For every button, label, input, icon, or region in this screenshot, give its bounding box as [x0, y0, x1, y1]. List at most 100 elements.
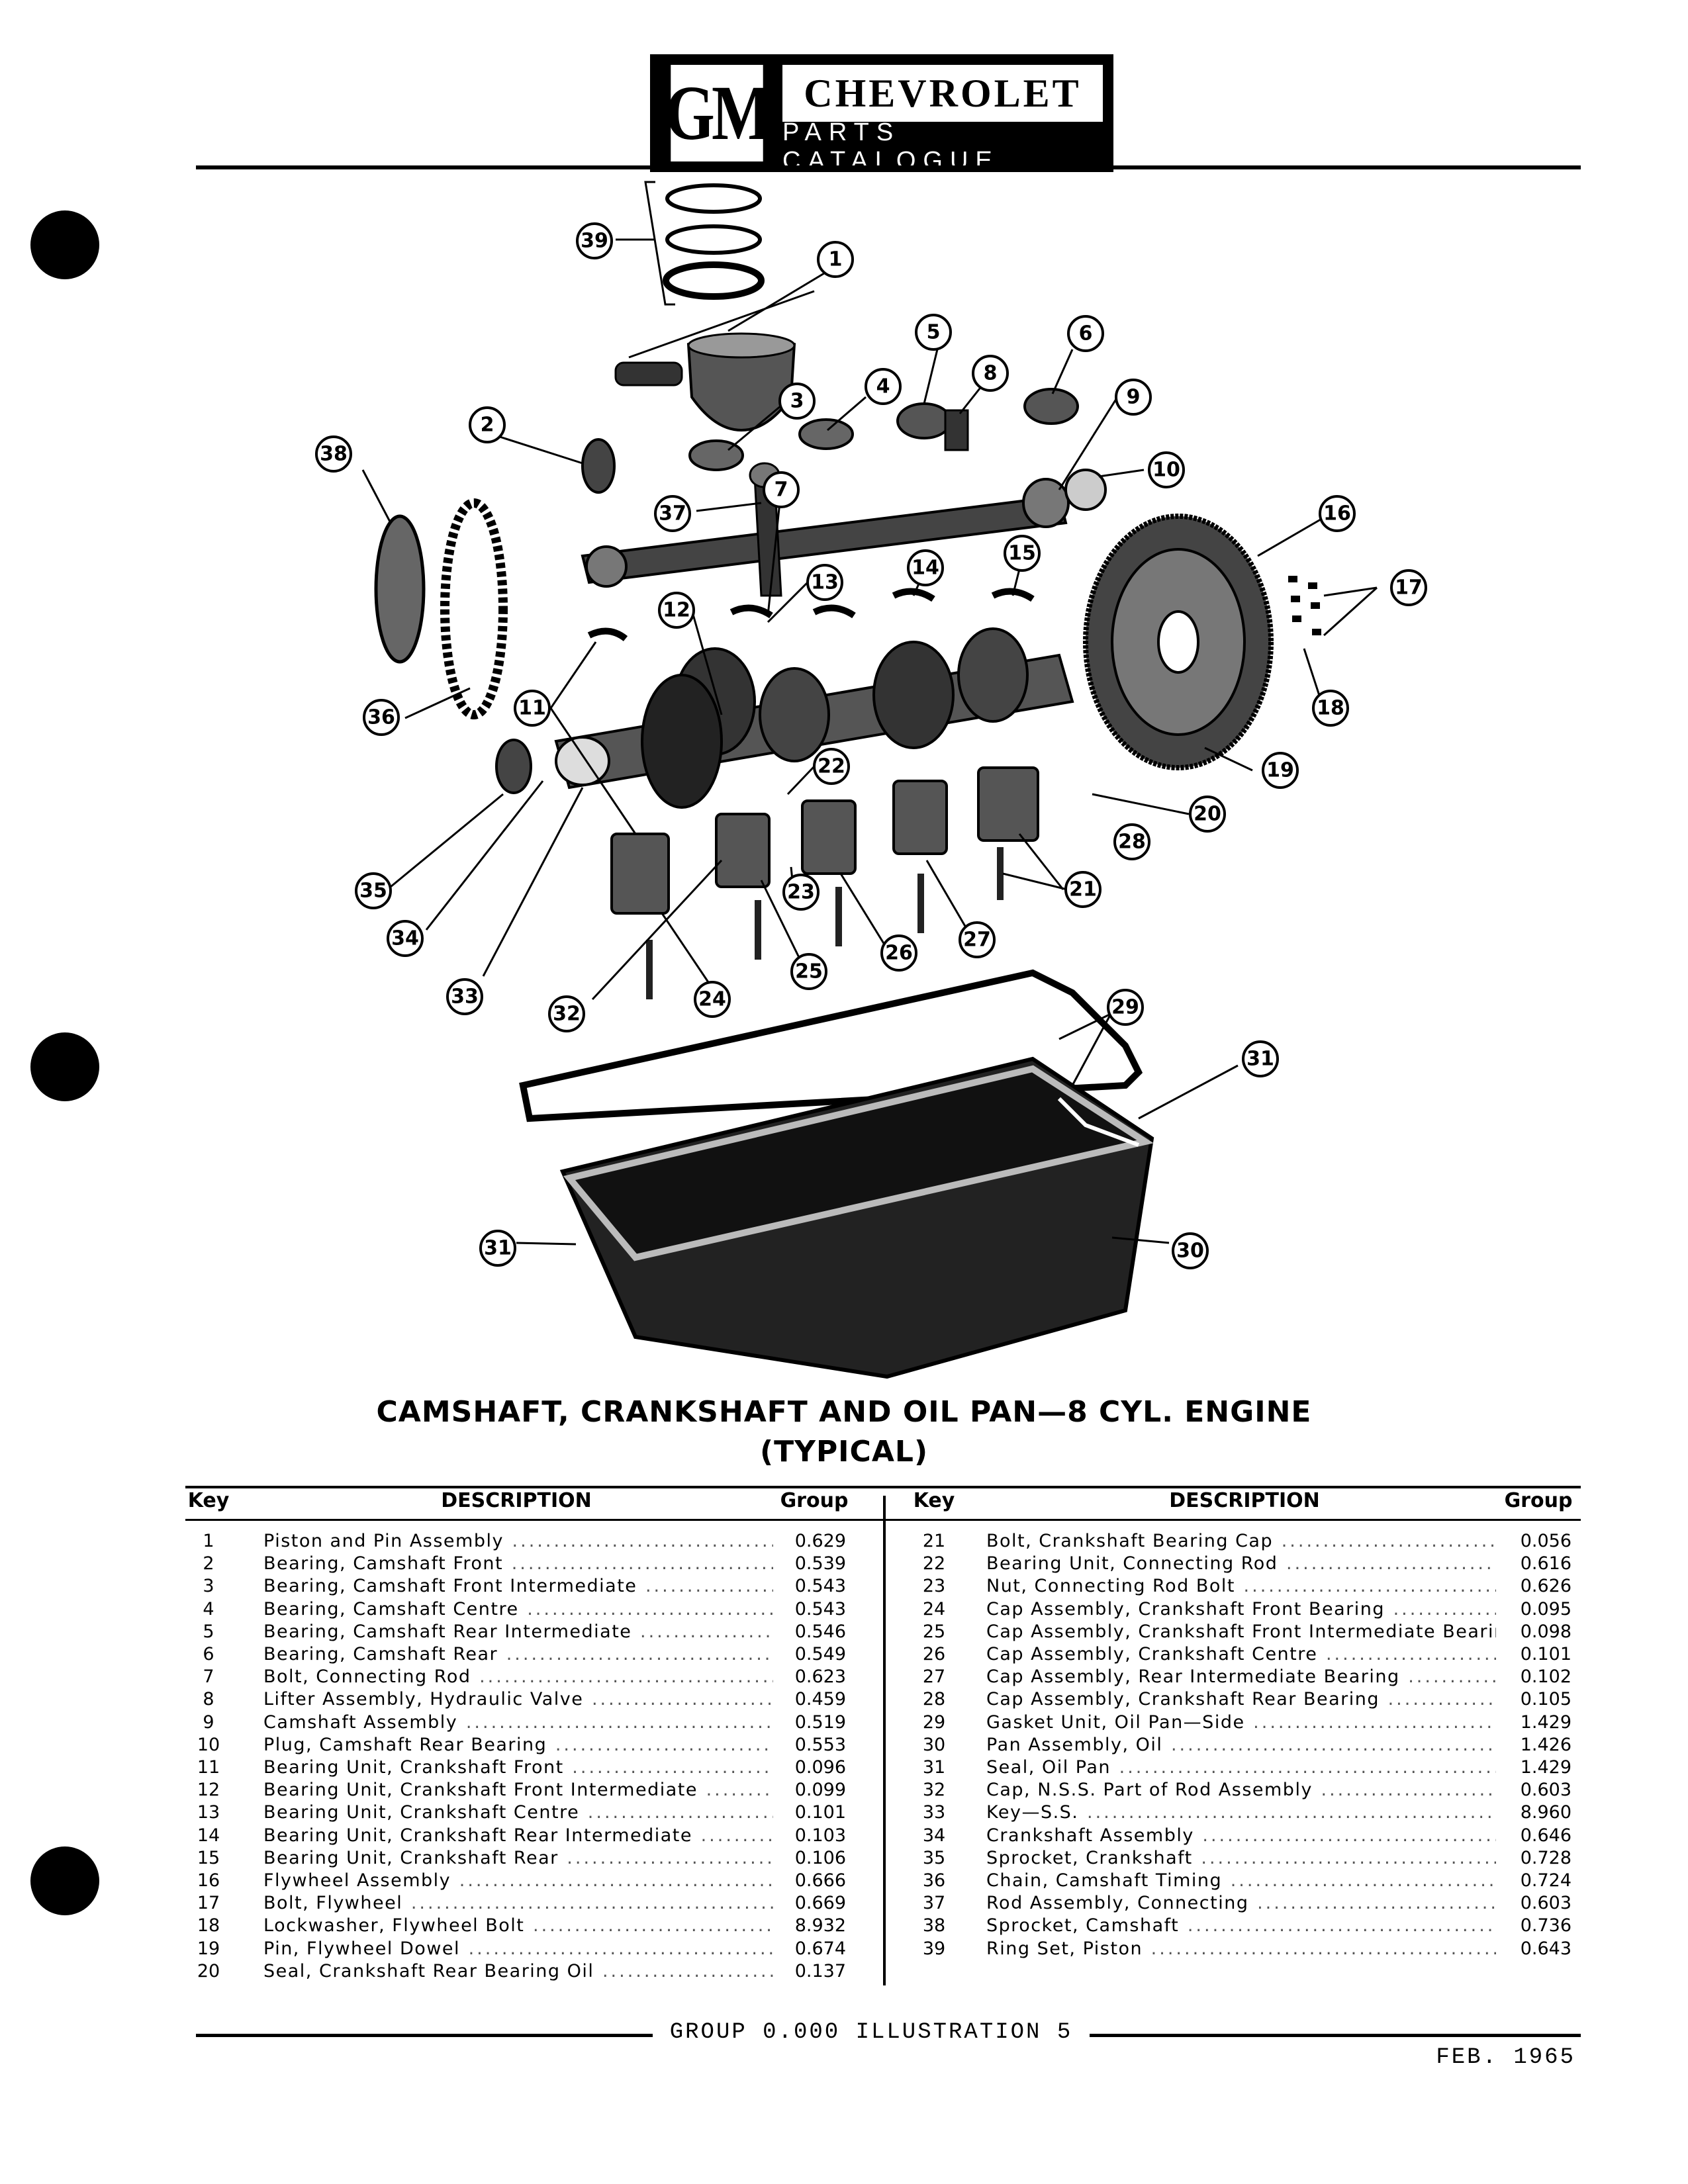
callout-number: 7 — [774, 478, 788, 502]
camshaft — [581, 469, 1107, 588]
part-group-number: 0.616 — [1520, 1553, 1571, 1574]
part-group-number: 0.553 — [794, 1734, 846, 1755]
part-description: Pin, Flywheel Dowel — [263, 1938, 773, 1960]
callout-circle — [782, 874, 820, 911]
callout-marker: 8 — [972, 355, 1009, 392]
part-group-number: 0.102 — [1520, 1666, 1571, 1688]
callout-circle — [1319, 495, 1356, 532]
callout-marker: 4 — [865, 368, 902, 405]
callout-marker: 30 — [1172, 1232, 1209, 1269]
callout-number: 36 — [367, 706, 395, 729]
part-key: 26 — [922, 1644, 946, 1664]
callout-circle — [1312, 690, 1349, 727]
part-description: Bearing, Camshaft Front Intermediate — [263, 1575, 773, 1598]
callout-marker: 35 — [355, 872, 392, 909]
callout-marker: 16 — [1319, 495, 1356, 532]
callout-number: 1 — [829, 248, 843, 271]
part-description: Bearing, Camshaft Rear — [263, 1643, 773, 1666]
callout-marker: 15 — [1004, 535, 1041, 572]
part-key: 37 — [922, 1893, 946, 1914]
callout-number: 34 — [391, 927, 419, 950]
callout-marker: 23 — [782, 874, 820, 911]
callout-number: 11 — [518, 697, 546, 720]
callout-circle — [1189, 796, 1226, 833]
part-group-number: 0.519 — [794, 1711, 846, 1733]
callout-marker: 24 — [694, 981, 731, 1018]
callout-marker: 3 — [778, 383, 816, 420]
col-header-group: Group — [780, 1489, 849, 1512]
punch-hole — [30, 1846, 99, 1915]
part-key: 12 — [197, 1780, 220, 1801]
callout-number: 17 — [1395, 576, 1423, 600]
callout-marker: 20 — [1189, 796, 1226, 833]
callout-number: 10 — [1152, 459, 1180, 482]
part-description: Chain, Camshaft Timing — [986, 1870, 1496, 1892]
part-key: 7 — [203, 1666, 214, 1688]
part-group-number: 0.103 — [794, 1825, 846, 1846]
part-description: Bearing, Camshaft Centre — [263, 1598, 773, 1621]
callout-number: 37 — [659, 502, 686, 525]
callout-number: 18 — [1317, 697, 1344, 720]
callout-circle — [658, 592, 695, 629]
callout-marker: 1 — [817, 241, 854, 278]
part-group-number: 0.736 — [1520, 1915, 1571, 1936]
part-description: Bolt, Connecting Rod — [263, 1666, 773, 1688]
timing-chain-and-sprockets — [374, 498, 532, 794]
callout-marker: 7 — [763, 471, 800, 508]
callout-circle — [1242, 1040, 1279, 1077]
callout-number: 14 — [912, 557, 939, 580]
callout-circle — [817, 241, 854, 278]
callout-circle — [880, 934, 917, 972]
callout-number: 23 — [787, 881, 815, 904]
part-description: Bolt, Crankshaft Bearing Cap — [986, 1530, 1496, 1553]
part-description: Camshaft Assembly — [263, 1711, 773, 1734]
part-description: Plug, Camshaft Rear Bearing — [263, 1734, 773, 1756]
callout-number: 27 — [963, 929, 991, 952]
part-key: 14 — [197, 1825, 220, 1846]
part-group-number: 0.623 — [794, 1666, 846, 1688]
callout-marker: 36 — [363, 699, 400, 736]
part-group-number: 0.101 — [794, 1802, 846, 1823]
callout-marker: 13 — [806, 564, 843, 601]
part-group-number: 0.603 — [1520, 1780, 1571, 1801]
callout-circle — [1064, 871, 1102, 908]
callout-number: 38 — [320, 443, 348, 466]
callout-circle — [778, 383, 816, 420]
footer-group-illustration: GROUP 0.000 ILLUSTRATION 5 — [669, 2020, 1073, 2045]
callout-marker: 27 — [959, 921, 996, 958]
callout-number: 2 — [481, 414, 494, 437]
part-description: Cap Assembly, Crankshaft Front Bearing — [986, 1598, 1496, 1621]
callout-number: 6 — [1079, 322, 1093, 345]
flywheel — [1083, 514, 1321, 770]
illustration-title: CAMSHAFT, CRANKSHAFT AND OIL PAN—8 CYL. … — [376, 1395, 1312, 1429]
logo-gm-mark: GM — [665, 65, 772, 161]
part-group-number: 0.106 — [794, 1847, 846, 1868]
callout-circle — [576, 222, 613, 259]
part-group-number: 0.543 — [794, 1576, 846, 1597]
part-key: 31 — [922, 1757, 946, 1778]
callout-circle — [865, 368, 902, 405]
part-group-number: 8.932 — [794, 1915, 846, 1936]
part-description: Ring Set, Piston — [986, 1938, 1496, 1960]
oil-pan — [559, 1056, 1154, 1379]
col-header-description: DESCRIPTION — [1169, 1489, 1320, 1512]
part-key: 34 — [922, 1825, 946, 1846]
part-key: 22 — [922, 1553, 946, 1574]
callout-circle — [790, 953, 827, 990]
part-description: Nut, Connecting Rod Bolt — [986, 1575, 1496, 1598]
logo-brand: CHEVROLET — [782, 65, 1103, 122]
gm-chevrolet-logo: GM CHEVROLET PARTS CATALOGUE — [650, 54, 1113, 175]
part-key: 20 — [197, 1960, 220, 1981]
callout-number: 33 — [451, 985, 479, 1009]
part-description: Piston and Pin Assembly — [263, 1530, 773, 1553]
part-description: Cap Assembly, Crankshaft Rear Bearing — [986, 1688, 1496, 1711]
part-key: 21 — [922, 1531, 946, 1551]
callout-circle — [813, 748, 850, 785]
part-key: 36 — [922, 1870, 946, 1891]
part-key: 18 — [197, 1915, 220, 1936]
callout-number: 12 — [663, 599, 690, 622]
part-key: 10 — [197, 1734, 220, 1755]
part-description: Bearing Unit, Connecting Rod — [986, 1553, 1496, 1575]
callout-marker: 5 — [915, 314, 952, 351]
